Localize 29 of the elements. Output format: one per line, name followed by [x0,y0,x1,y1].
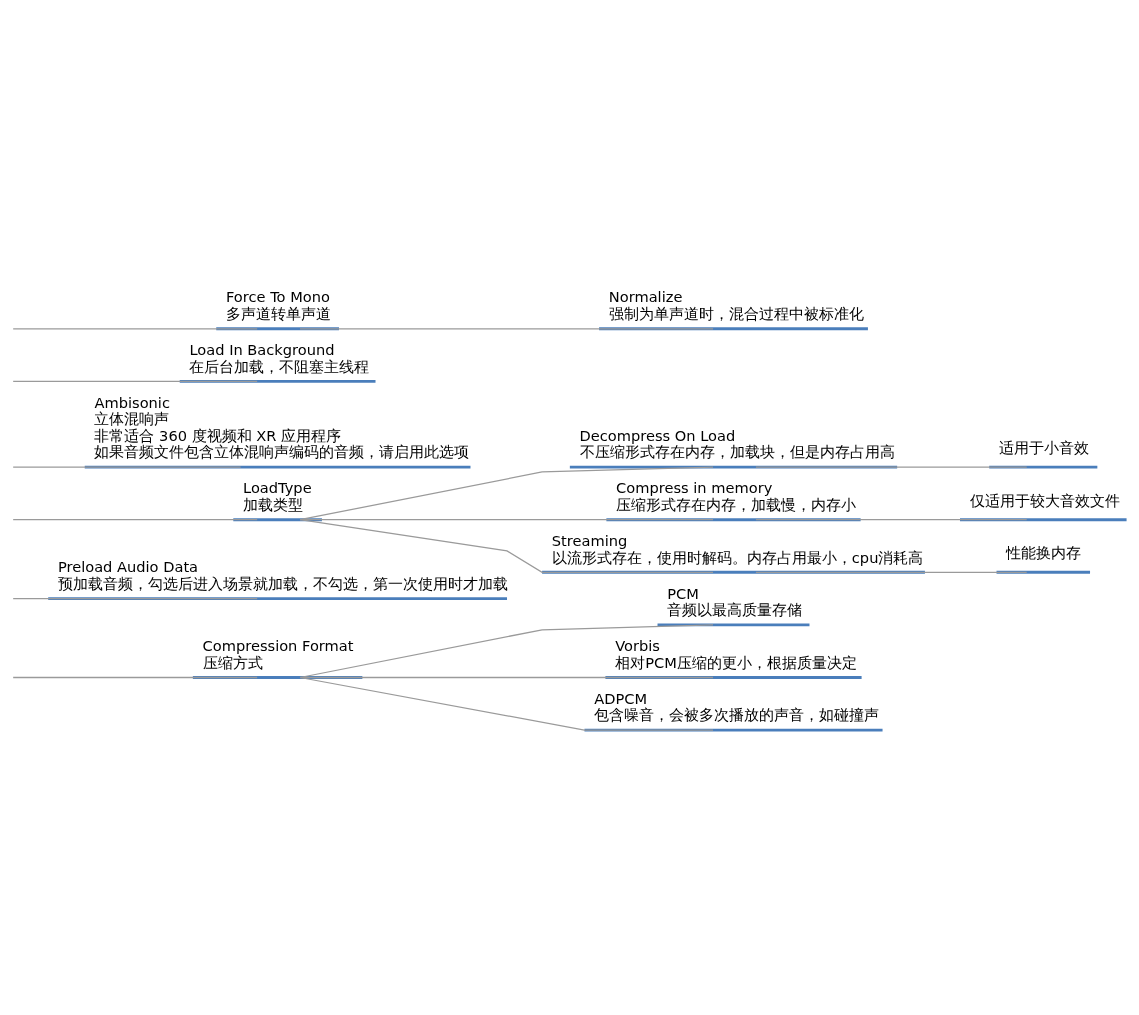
node-text: ADPCM 包含噪音，会被多次播放的声音，如碰撞声 [594,689,880,723]
connector [12,597,258,599]
connector [299,676,714,731]
connector [12,518,258,520]
node-text: Decompress On Load 不压缩形式存在内存，加载块，但是内存占用高 [579,426,895,460]
connector [12,465,242,468]
node-text: LoadType 加载类型 [243,478,312,513]
node-text: Streaming 以流形式存在，使用时解码。内存占用最小，cpu消耗高 [551,531,924,566]
node-text: 仅适用于较大音效文件 [969,491,1120,509]
node-text: Vorbis 相对PCM压缩的更小，根据质量决定 [615,636,857,671]
node-text: Force To Mono 多声道转单声道 [225,287,331,322]
connector [755,571,1028,573]
connector [299,623,714,678]
node-text: 适用于小音效 [998,438,1089,456]
connector [12,380,258,382]
connector [12,327,258,329]
connector [12,676,258,678]
connector [299,518,714,573]
node-text: 性能换内存 [1006,543,1082,561]
node-text: PCM 音频以最高质量存储 [667,584,803,618]
connector [755,465,1028,468]
node-text: Compression Format 压缩方式 [202,636,354,671]
connector [755,518,1028,520]
connector [299,327,714,329]
node-text: Preload Audio Data 预加载音频，勾选后进入场景就加载，不勾选，第一次使用时才加载 [57,557,508,592]
node-text: Ambisonic 立体混响声 非常适合 360 度视频和 XR 应用程序 如果音频文件包含立体混响声编码的音频，请启用此选项 [94,393,470,460]
node-text: Normalize 强制为单声道时，混合过程中被标准化 [608,287,864,322]
node-text: Load In Background 在后台加载，不阻塞主线程 [189,340,370,375]
node-text: Compress in memory 压缩形式存在内存，加载慢，内存小 [616,478,857,513]
